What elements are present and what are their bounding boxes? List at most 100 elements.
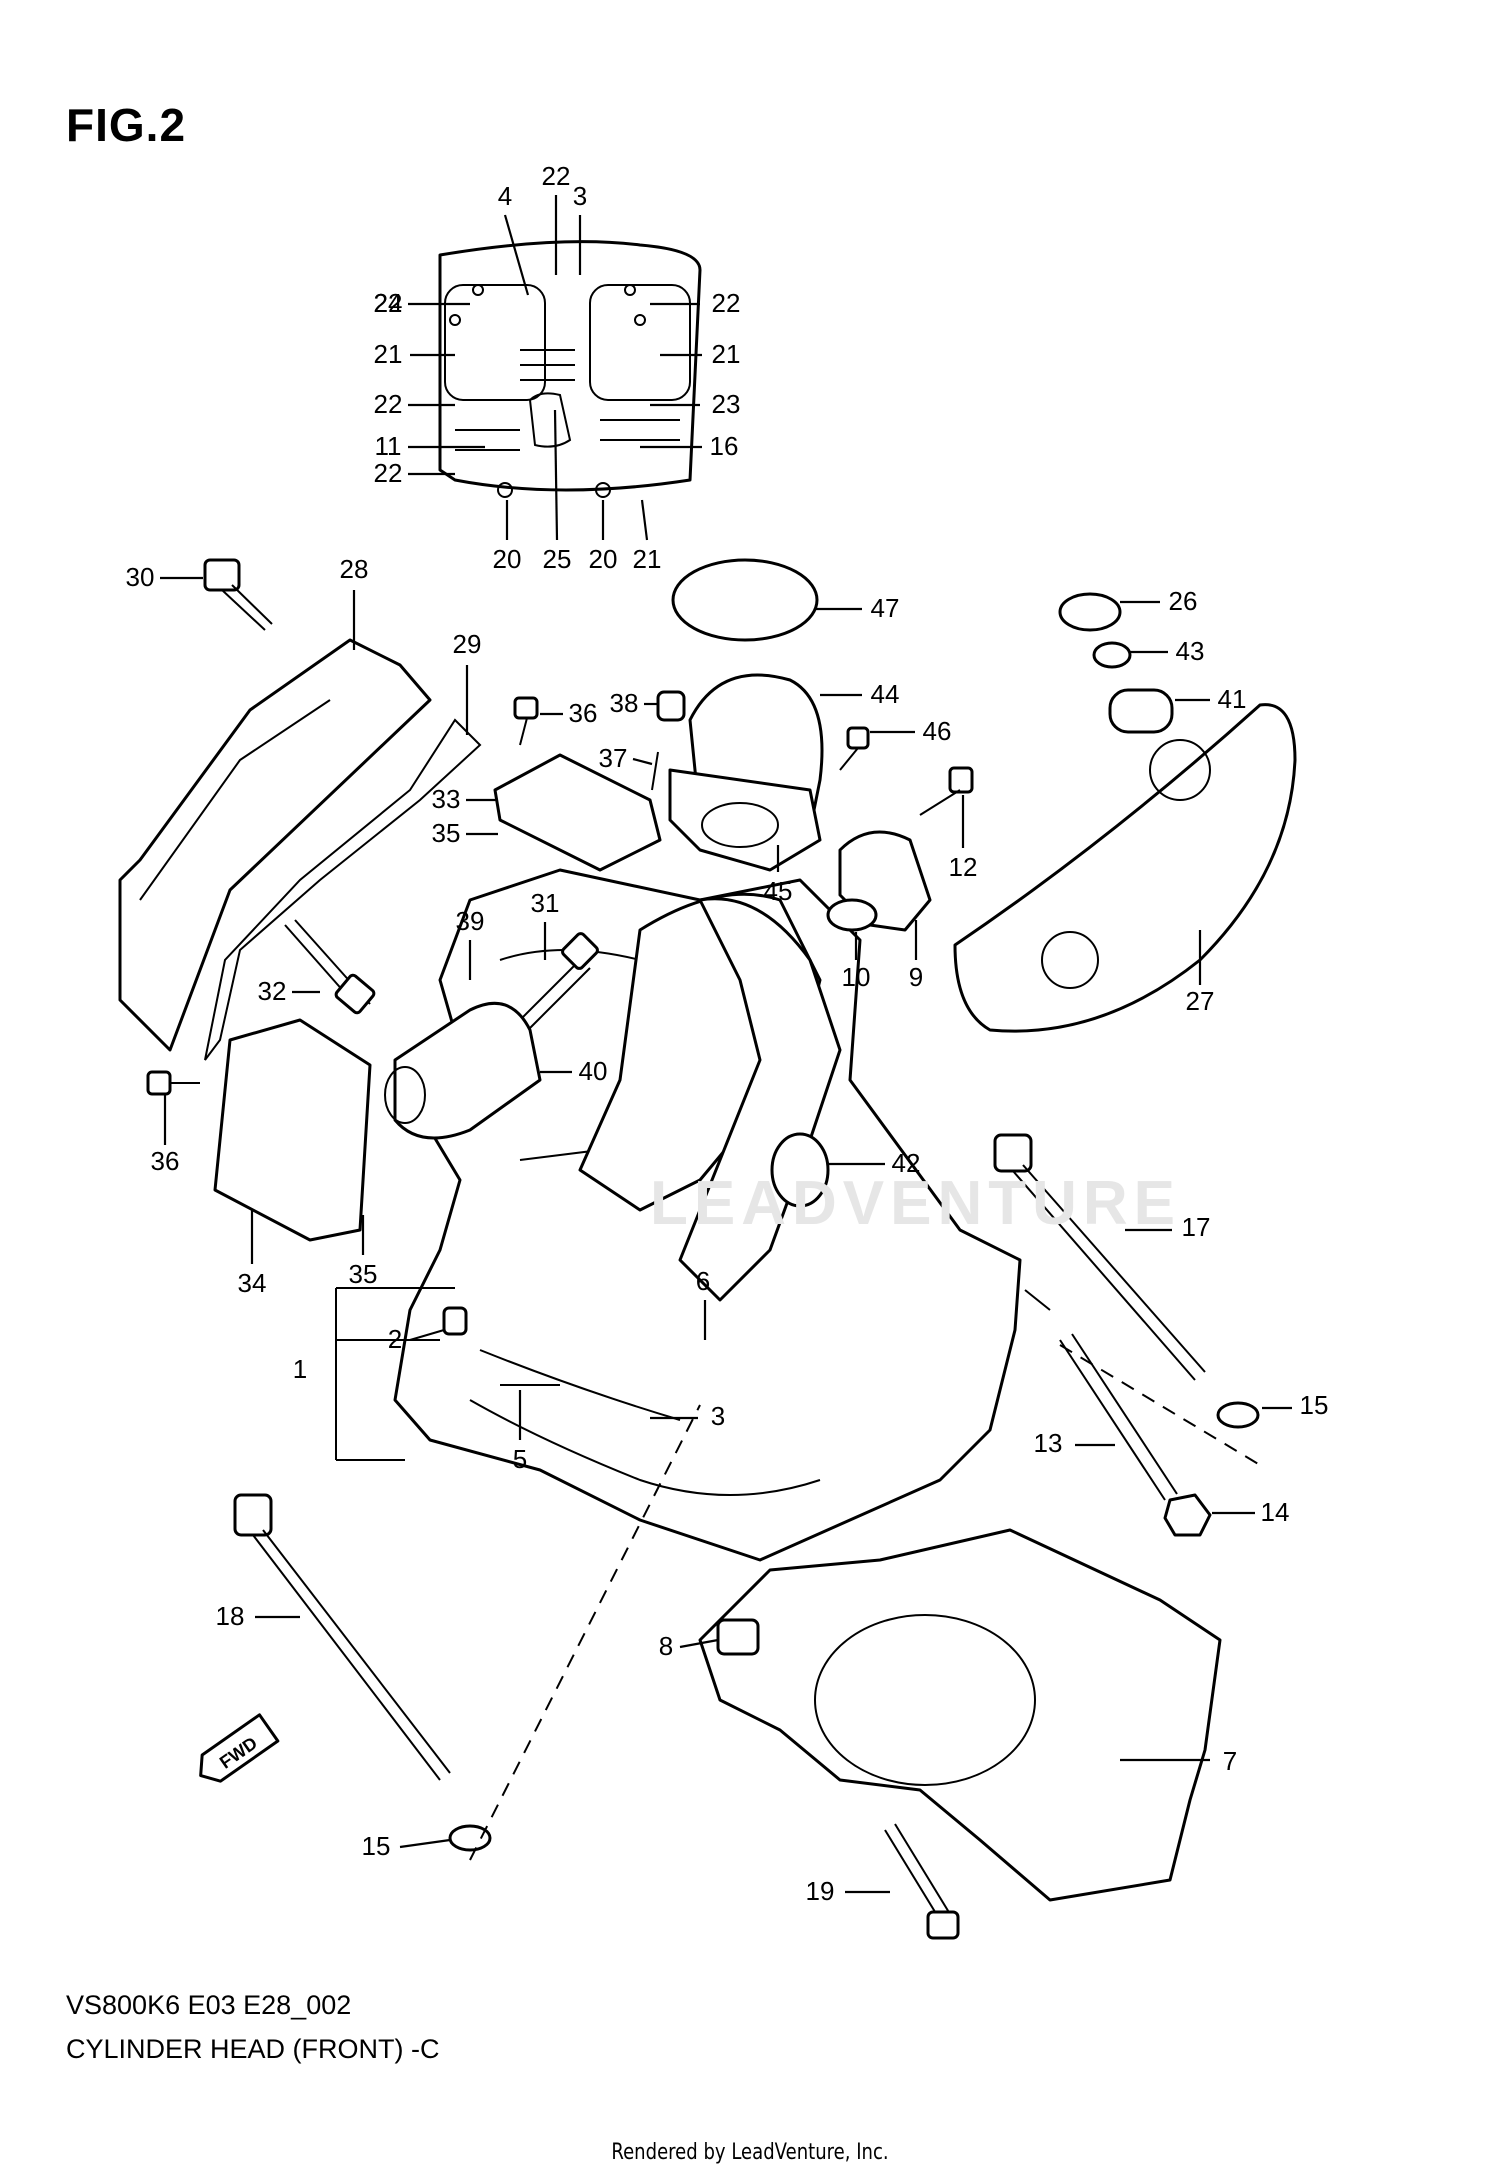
watermark: LEADVENTURE [650,1169,1182,1238]
callout-number: 32 [258,976,287,1006]
callout-number: 36 [151,1146,180,1176]
bolt-part-30 [203,558,273,631]
callout-number: 40 [579,1056,608,1086]
stud-part-37 [651,751,659,791]
bolt-part-17 [993,1133,1206,1381]
callout-number: 22 [374,458,403,488]
figure-title: FIG.2 [66,99,187,151]
callout-number: 42 [892,1148,921,1178]
callout-number: 38 [610,688,639,718]
callout-number: 17 [1182,1212,1211,1242]
spark-plug-part-32 [284,919,376,1015]
callout-number: 14 [1261,1497,1290,1527]
callout-number: 22 [712,288,741,318]
callout-number: 22 [374,389,403,419]
grommet-part-41 [1108,688,1174,734]
callout-number: 12 [949,852,978,882]
callout-number: 6 [696,1266,710,1296]
plate-part-45 [668,768,822,872]
cover-part-28 [118,638,432,1052]
callout-number: 23 [712,389,741,419]
stud-part-13 [1059,1333,1178,1501]
dowel-part-8 [716,1618,760,1656]
dowel-part-2 [442,1306,468,1336]
callout-leader [640,499,649,541]
callout-leader [632,757,653,766]
callout-number: 9 [909,962,923,992]
clamp-part-47 [671,558,819,642]
oring-part-10 [826,898,878,932]
callout-number: 31 [531,888,560,918]
callout-number: 34 [238,1268,267,1298]
callout-number: 24 [374,288,403,318]
bolt-part-36-lower [146,1070,172,1096]
callout-number: 44 [871,679,900,709]
cover-part-33 [493,753,662,872]
callout-number: 18 [216,1601,245,1631]
callout-number: 20 [589,544,618,574]
callout-number: 35 [432,818,461,848]
bolt-part-46 [846,726,870,750]
diagram-name: CYLINDER HEAD (FRONT) -C [66,2034,440,2064]
callout-number: 46 [923,716,952,746]
callout-number: 29 [453,629,482,659]
callout-number: 15 [1300,1390,1329,1420]
callout-number: 10 [842,962,871,992]
callout-number: 43 [1176,636,1205,666]
callout-number: 11 [375,431,402,461]
cover-part-34 [213,1018,372,1242]
callout-number: 45 [764,876,793,906]
callout-number: 30 [126,562,155,592]
cover-part-27 [953,703,1297,1033]
callout-number: 28 [340,554,369,584]
washer-part-26 [1058,592,1122,632]
grommet-part-43 [1092,641,1132,669]
bolt-part-12 [948,766,974,794]
fwd-direction-arrow: FWD [199,1713,280,1783]
callout-leader [679,1638,719,1649]
head-top-view-inset [438,240,702,498]
washer-part-15 [448,1824,492,1852]
callout-number: 13 [1034,1428,1063,1458]
bolt-part-19 [884,1823,960,1940]
spark-plug-part-31 [519,932,599,1029]
bolt-part-18 [233,1493,451,1781]
callout-number: 26 [1169,586,1198,616]
callout-number: 22 [374,288,403,318]
callout-number: 25 [543,544,572,574]
callout-number: 4 [498,181,512,211]
plug-part-42 [770,1132,830,1208]
callout-1-bracket [335,1287,455,1461]
callout-number: 20 [493,544,522,574]
callout-number: 3 [711,1401,725,1431]
callout-leader [399,1838,451,1849]
callout-number: 19 [806,1876,835,1906]
callout-number: 15 [362,1831,391,1861]
nut-part-14 [1163,1493,1212,1537]
render-credit: Rendered by LeadVenture, Inc. [611,2140,889,2165]
callout-number: 27 [1186,986,1215,1016]
callout-number: 21 [374,339,403,369]
water-outlet-part-39 [393,1001,542,1140]
callout-number: 1 [293,1354,307,1384]
callout-number: 47 [871,593,900,623]
callout-leader [503,214,530,296]
callout-number: 39 [456,906,485,936]
callout-number: 41 [1218,684,1247,714]
callout-number: 22 [542,161,571,191]
model-code: VS800K6 E03 E28_002 [66,1990,352,2020]
callout-number: 8 [659,1631,673,1661]
bolt-part-36-upper [513,696,539,720]
callout-number: 33 [432,784,461,814]
nut-part-38 [656,690,686,722]
callout-number: 2 [388,1324,402,1354]
washer-part-15-right [1216,1401,1260,1429]
callout-number: 35 [349,1259,378,1289]
callout-number: 37 [599,743,628,773]
callout-number: 16 [710,431,739,461]
callout-number: 21 [712,339,741,369]
callout-number: 5 [513,1444,527,1474]
callout-number: 36 [569,698,598,728]
